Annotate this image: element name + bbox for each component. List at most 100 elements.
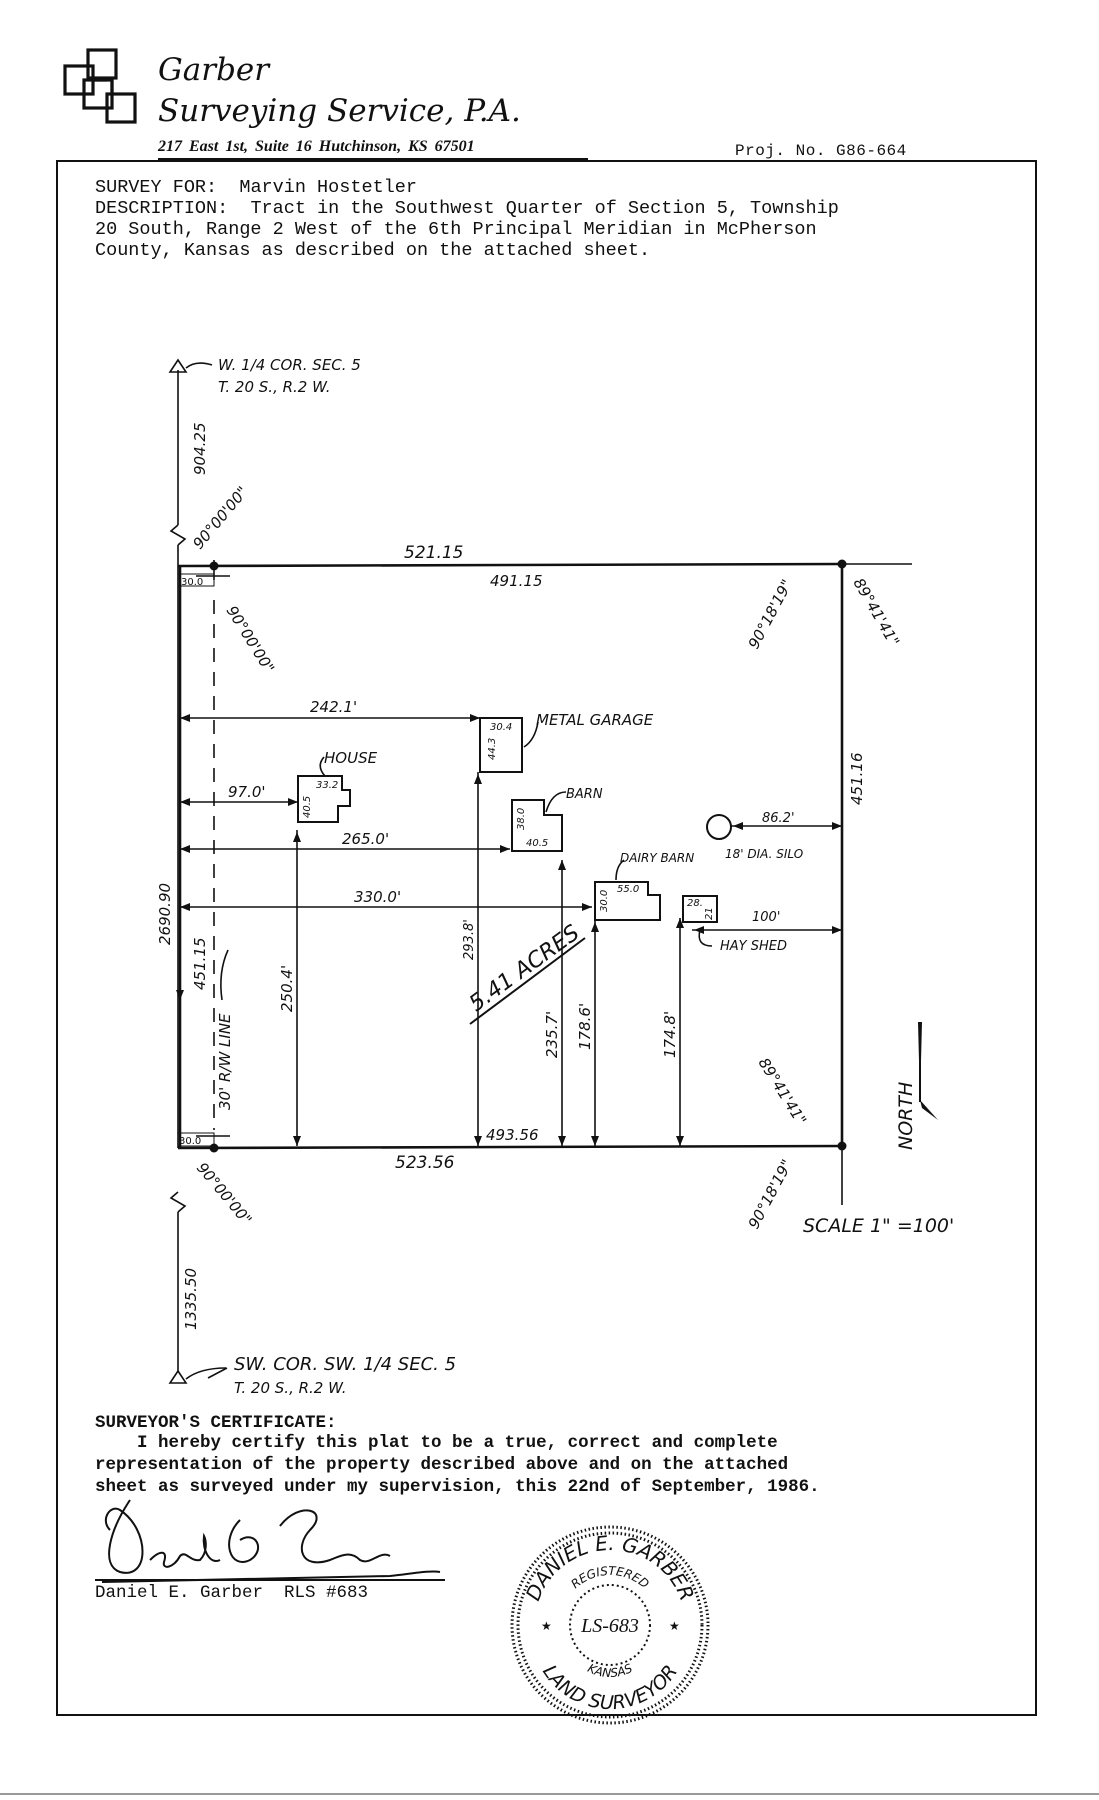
sw-corner-label-2: T. 20 S., R.2 W. (234, 1379, 346, 1397)
survey-for-label: SURVEY FOR: (95, 177, 218, 198)
description-line3: County, Kansas as described on the attac… (95, 240, 651, 261)
barn-depth: 38.0 (516, 808, 527, 830)
garage-south-dim: 293.8' (462, 919, 477, 960)
company-name: Garber (158, 52, 270, 88)
hay-shed (682, 895, 718, 923)
hay-south-dim: 174.8' (661, 1011, 679, 1058)
dairy-label: DAIRY BARN (620, 851, 694, 865)
angle-nw-inner: 90°00'00" (223, 603, 278, 677)
company-address: 217 East 1st, Suite 16 Hutchinson, KS 67… (158, 138, 475, 155)
svg-text:KANSAS: KANSAS (585, 1661, 634, 1680)
break-mark-lower (169, 1191, 187, 1213)
dairy-offset: 330.0' (354, 888, 401, 906)
survey-for: SURVEY FOR: Marvin Hostetler (95, 177, 417, 198)
angle-se-outer: 90°18'19" (745, 1157, 796, 1232)
page-frame (56, 160, 1037, 1716)
project-number: Proj. No. G86-664 (735, 142, 907, 160)
barn (511, 799, 563, 852)
dist-bottom-left: 1335.50 (182, 1268, 200, 1330)
dairy-width: 55.0 (617, 884, 639, 895)
break-mark-upper (169, 524, 187, 546)
row-line-label: 30' R/W LINE (216, 1013, 234, 1110)
description-text-1: Tract in the Southwest Quarter of Sectio… (250, 198, 839, 219)
certificate-title: SURVEYOR'S CERTIFICATE: (95, 1413, 337, 1433)
seal-registered: REGISTERED (568, 1564, 651, 1591)
house-label: HOUSE (324, 749, 378, 767)
description-label: DESCRIPTION: (95, 198, 229, 219)
garage-offset: 242.1' (310, 698, 357, 716)
project-value: G86-664 (836, 142, 907, 160)
description-line1: DESCRIPTION: Tract in the Southwest Quar… (95, 198, 839, 219)
angle-nw: 90°00'00" (189, 483, 252, 553)
barn-width: 40.5 (526, 838, 548, 849)
house (297, 775, 351, 823)
certificate-line2: representation of the property described… (95, 1455, 789, 1475)
scan-edge (0, 1793, 1099, 1795)
dist-top-left: 904.25 (191, 423, 209, 476)
address-underline (158, 158, 588, 160)
north-distance: 521.15 (404, 543, 463, 563)
house-width: 33.2 (316, 780, 338, 791)
angle-ne-inner: 90°18'19" (745, 577, 796, 652)
dairy-depth: 30.0 (599, 890, 610, 912)
offset-nw: 30.0 (181, 577, 203, 588)
north-distance-inner: 491.15 (490, 572, 543, 590)
seal-state: KANSAS (585, 1661, 634, 1680)
garage-label: METAL GARAGE (536, 711, 654, 729)
angle-ne-outer: 89°41'41" (850, 575, 903, 650)
corner-pin-ne (837, 559, 847, 569)
signature-line (95, 1579, 445, 1581)
project-label: Proj. No. (735, 142, 826, 160)
east-distance: 451.16 (848, 753, 866, 806)
dist-west-side: 451.15 (191, 938, 209, 991)
hay-label: HAY SHED (720, 939, 787, 954)
silo-offset: 86.2' (762, 811, 795, 826)
south-distance-inner: 493.56 (486, 1126, 539, 1144)
barn-label: BARN (566, 787, 603, 802)
company-logo (63, 48, 137, 124)
north-boundary (177, 562, 844, 568)
nw-corner-label-2: T. 20 S., R.2 W. (218, 378, 330, 396)
barn-offset: 265.0' (342, 830, 389, 848)
north-label: NORTH (895, 1082, 917, 1150)
sw-corner-marker (168, 1369, 188, 1384)
corner-pin-nw (209, 561, 219, 571)
angle-sw: 90°00'00" (193, 1159, 256, 1229)
house-offset: 97.0' (228, 783, 266, 801)
metal-garage (479, 717, 523, 773)
hay-depth: 21 (704, 907, 715, 920)
signature (101, 1499, 441, 1583)
hay-offset: 100' (752, 910, 780, 925)
house-depth: 40.5 (302, 796, 313, 818)
surveyor-seal: DANIEL E. GARBER REGISTERED LAND SURVEYO… (510, 1525, 710, 1725)
dist-total-left: 2690.90 (156, 883, 174, 945)
description-line2: 20 South, Range 2 West of the 6th Princi… (95, 219, 817, 240)
certificate-line3: sheet as surveyed under my supervision, … (95, 1477, 820, 1497)
svg-text:REGISTERED: REGISTERED (568, 1564, 651, 1591)
seal-star-left: ★ (541, 1619, 552, 1633)
garage-width: 30.4 (490, 722, 512, 733)
silo (706, 814, 732, 840)
nw-corner-marker (168, 358, 188, 373)
nw-corner-label: W. 1/4 COR. SEC. 5 (218, 356, 361, 374)
corner-pin-se (837, 1141, 847, 1151)
company-name-line2: Surveying Service, P.A. (158, 93, 521, 129)
angle-se-inner: 89°41'41" (755, 1055, 810, 1129)
certificate-line1: I hereby certify this plat to be a true,… (95, 1433, 778, 1453)
garage-depth: 44.3 (487, 738, 498, 760)
survey-for-value: Marvin Hostetler (239, 177, 417, 198)
scale-label: SCALE 1" =100' (803, 1215, 954, 1237)
sw-corner-label: SW. COR. SW. 1/4 SEC. 5 (234, 1354, 456, 1375)
seal-star-right: ★ (669, 1619, 680, 1633)
house-south-dim: 250.4' (278, 965, 296, 1012)
south-boundary (177, 1144, 844, 1150)
acres-label: 5.41 ACRES (465, 920, 585, 1016)
dairy-south-dim: 178.6' (576, 1003, 594, 1050)
dairy-barn (594, 881, 661, 921)
seal-license: LS-683 (580, 1615, 639, 1637)
south-distance: 523.56 (395, 1153, 455, 1173)
hay-width: 28. (687, 898, 703, 909)
offset-sw: 30.0 (179, 1136, 201, 1147)
barn-south-dim: 235.7' (543, 1011, 561, 1058)
